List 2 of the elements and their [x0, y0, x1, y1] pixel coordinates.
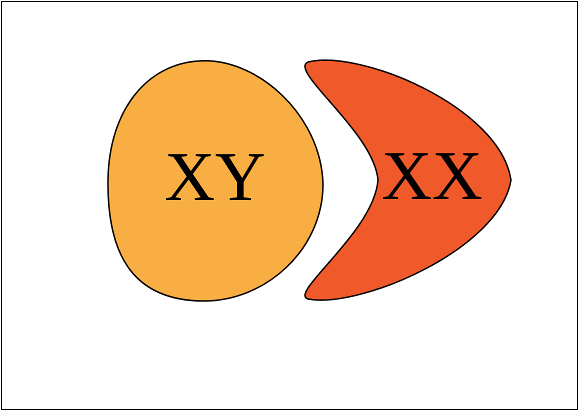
chromosome-label: XX [381, 142, 483, 212]
chromosome-label: XY [164, 143, 266, 213]
